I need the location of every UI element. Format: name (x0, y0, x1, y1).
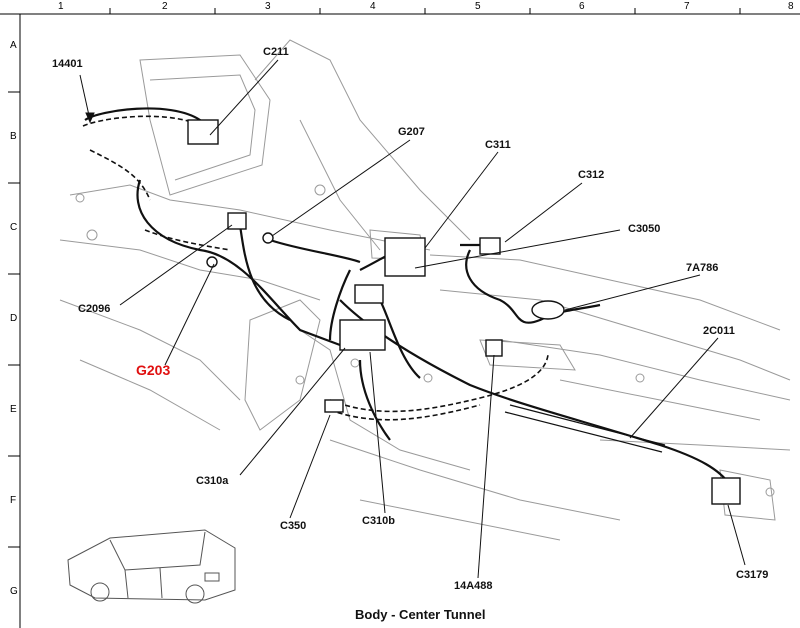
callout-2c011: 2C011 (703, 325, 735, 337)
grid-col-7: 7 (684, 1, 690, 12)
connector-c311 (384, 237, 426, 277)
callout-7a786: 7A786 (686, 262, 719, 274)
grid-col-2: 2 (162, 1, 168, 12)
callout-c211: C211 (263, 46, 289, 58)
callout-14401: 14401 (52, 58, 83, 70)
callout-c312: C312 (578, 169, 605, 181)
vehicle-body-outline (59, 39, 791, 541)
grid-col-1: 1 (58, 1, 64, 12)
callout-g207: G207 (398, 126, 425, 138)
grid-row-g: G (10, 586, 18, 597)
connector-c3050 (354, 284, 384, 304)
connector-7a786 (531, 300, 565, 320)
callout-leaders (79, 59, 746, 579)
grid-row-e: E (10, 404, 17, 415)
callout-g203: G203 (136, 362, 171, 378)
callout-14a488: 14A488 (454, 580, 493, 592)
grid-col-4: 4 (370, 1, 376, 12)
diagram-title: Body - Center Tunnel (355, 607, 486, 622)
connector-c350 (324, 399, 344, 413)
callout-c3050: C3050 (628, 223, 661, 235)
connector-c312 (479, 237, 501, 255)
wiring-harness (84, 107, 731, 486)
callout-c350: C350 (280, 520, 307, 532)
grid-row-f: F (10, 495, 17, 506)
callout-c3179: C3179 (736, 569, 769, 581)
grid-col-5: 5 (475, 1, 481, 12)
callout-c311: C311 (485, 139, 511, 151)
vehicle-locator-icon (67, 529, 236, 604)
grid-row-a: A (10, 40, 17, 51)
grid-col-3: 3 (265, 1, 271, 12)
grid-frame (0, 8, 800, 628)
connector-c3179 (711, 477, 741, 505)
connector-c310 (339, 319, 386, 351)
harness-conduit (504, 404, 666, 453)
callout-c2096: C2096 (78, 303, 111, 315)
grid-row-d: D (10, 313, 18, 324)
grid-col-6: 6 (579, 1, 585, 12)
ground-g207 (262, 232, 274, 244)
grid-row-b: B (10, 131, 17, 142)
ground-g203 (206, 256, 218, 268)
dashed-harness (82, 115, 549, 421)
grid-col-8: 8 (788, 1, 794, 12)
connector-14a488 (485, 339, 503, 357)
callout-c310b: C310b (362, 515, 396, 527)
callout-c310a: C310a (196, 475, 229, 487)
connector-c2096 (227, 212, 247, 230)
connector-c211 (187, 119, 219, 145)
grid-row-c: C (10, 222, 18, 233)
